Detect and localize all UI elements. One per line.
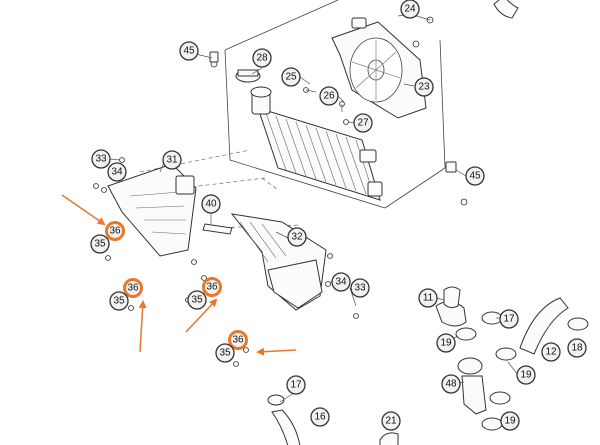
callout-36-highlighted: 36 (123, 278, 143, 298)
callout-21: 21 (381, 411, 401, 431)
radiator (250, 86, 383, 201)
callout-label: 34 (111, 167, 123, 178)
callout-label: 11 (423, 293, 434, 304)
callout-19: 19 (516, 365, 536, 385)
radiator-cap (235, 69, 261, 83)
callout-label: 25 (285, 72, 297, 83)
callout-label: 36 (127, 283, 139, 294)
part-callouts: 24 45 28 25 26 23 27 33 34 31 45 40 32 3… (90, 0, 587, 431)
right-radiator-guard (230, 213, 327, 311)
callout-19: 19 (500, 411, 520, 431)
callout-34: 34 (107, 162, 127, 182)
support-bar (202, 212, 233, 235)
callout-25: 25 (281, 67, 301, 87)
callout-label: 35 (113, 296, 125, 307)
callout-36-highlighted: 36 (202, 277, 222, 297)
callout-label: 19 (504, 416, 516, 427)
callout-label: 18 (571, 343, 583, 354)
callout-label: 26 (323, 91, 335, 102)
callout-label: 23 (418, 82, 430, 93)
callout-label: 36 (109, 226, 121, 237)
callout-17: 17 (499, 309, 519, 329)
callout-36-highlighted: 36 (228, 330, 248, 350)
callout-label: 36 (206, 282, 218, 293)
callout-label: 35 (94, 239, 106, 250)
callout-17: 17 (286, 375, 306, 395)
callout-label: 16 (314, 412, 326, 423)
callout-label: 48 (445, 379, 457, 390)
callout-label: 24 (404, 4, 416, 15)
callout-45: 45 (179, 41, 199, 61)
callout-label: 35 (219, 348, 231, 359)
fan-shroud (331, 17, 427, 119)
callout-40: 40 (201, 194, 221, 214)
callout-35: 35 (215, 343, 235, 363)
callout-label: 27 (357, 118, 369, 129)
callout-24: 24 (400, 0, 420, 19)
callout-label: 45 (469, 171, 481, 182)
highlight-arrows (61, 194, 297, 356)
callout-label: 34 (335, 277, 347, 288)
callout-34: 34 (331, 272, 351, 292)
callout-33: 33 (91, 149, 111, 169)
callout-label: 21 (385, 416, 397, 427)
callout-16: 16 (310, 407, 330, 427)
callout-45: 45 (465, 166, 485, 186)
callout-28: 28 (252, 48, 272, 68)
callout-35: 35 (90, 234, 110, 254)
callout-26: 26 (319, 86, 339, 106)
callout-19: 19 (436, 333, 456, 353)
callout-label: 17 (290, 380, 302, 391)
callout-36-highlighted: 36 (105, 221, 125, 241)
callout-label: 45 (183, 46, 195, 57)
callout-18: 18 (567, 338, 587, 358)
callout-48: 48 (441, 374, 461, 394)
coolant-hoses (267, 0, 589, 445)
callout-label: 31 (166, 155, 178, 166)
callout-label: 32 (291, 232, 303, 243)
callout-32: 32 (287, 227, 307, 247)
callout-label: 19 (520, 370, 532, 381)
callout-27: 27 (353, 113, 373, 133)
callout-11: 11 (418, 288, 438, 308)
callout-label: 35 (191, 295, 203, 306)
callout-label: 19 (440, 338, 452, 349)
callout-label: 40 (205, 199, 217, 210)
callout-label: 17 (503, 314, 515, 325)
callout-label: 33 (354, 283, 366, 294)
callout-label: 36 (232, 335, 244, 346)
callout-31: 31 (162, 150, 182, 170)
callout-12: 12 (541, 342, 561, 362)
callout-33: 33 (350, 278, 370, 298)
callout-35: 35 (109, 291, 129, 311)
callout-label: 12 (545, 347, 557, 358)
callout-label: 28 (256, 53, 268, 64)
callout-label: 33 (95, 154, 107, 165)
callout-23: 23 (414, 77, 434, 97)
callout-35: 35 (187, 290, 207, 310)
